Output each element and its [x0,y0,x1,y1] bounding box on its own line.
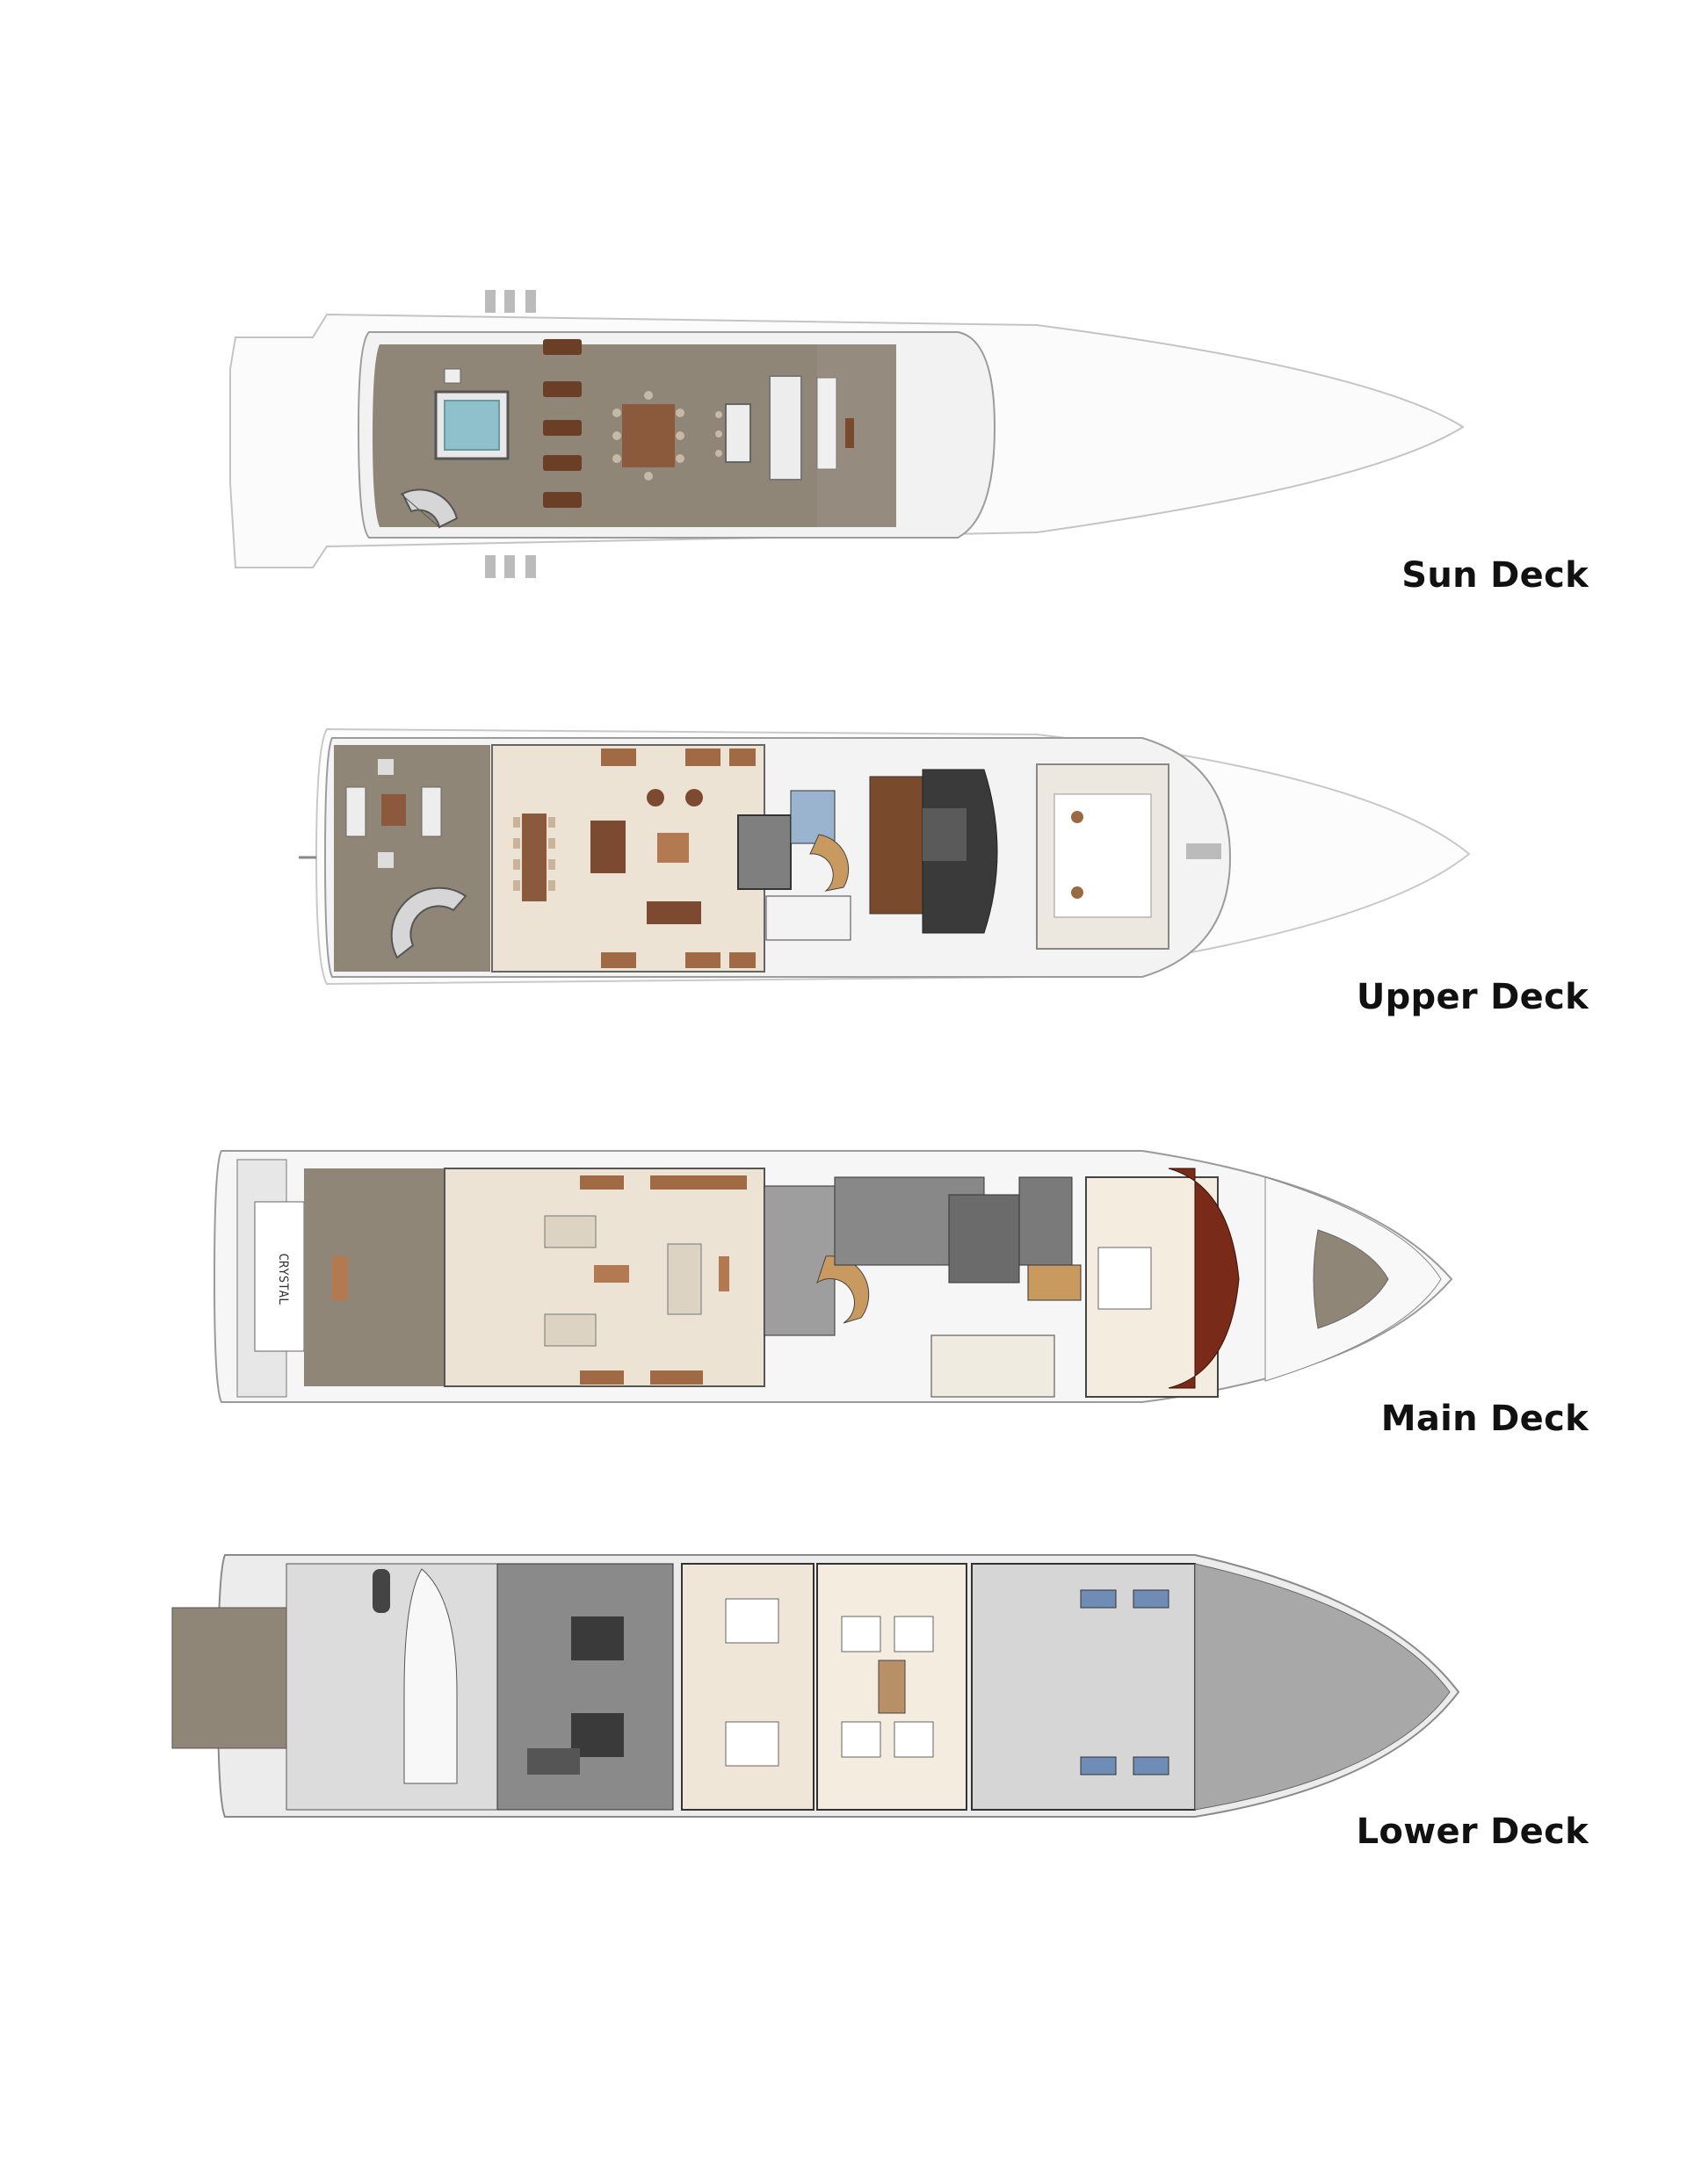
sun-deck-railing-post [504,290,515,313]
aft-coffee-table [381,794,406,826]
upper-lobby [765,895,851,941]
sun-lounger [543,339,582,355]
crew-bunks [1080,1589,1169,1775]
main-head [1018,1176,1073,1266]
main-deck-drawing: CRYSTAL [213,1150,1453,1403]
upper-salon [491,744,765,973]
sun-deck-plan: Sun Deck [0,264,1687,633]
sun-deck-railing-post [525,555,536,578]
guest-bed [725,1721,779,1767]
sun-deck-seat [816,377,837,470]
aft-sofa [345,786,366,837]
lower-swim-platform [171,1607,287,1749]
main-deck-label: Main Deck [1380,1399,1589,1439]
sun-deck-railing-post [504,555,515,578]
jacuzzi-step [444,368,461,384]
aft-sofa [421,786,442,837]
jacuzzi-water [444,400,500,451]
main-salon-side-table [719,1256,729,1291]
main-aft-teak [304,1168,445,1386]
lower-stair [878,1660,906,1714]
main-salon-coffee-table [594,1265,629,1283]
upper-deck-drawing [299,727,1471,986]
sun-deck-dining-table [622,404,675,467]
engine-room [496,1563,674,1811]
forepeak [1194,1563,1451,1811]
guest-bed [725,1598,779,1644]
upper-day-head [790,790,836,844]
sun-loungers [543,339,582,508]
sun-deck-mast [845,418,854,448]
aft-table [332,1256,348,1300]
aft-chair [378,852,394,868]
jet-ski [373,1569,390,1613]
sun-deck-dining-chairs [612,391,684,481]
armchair [685,789,703,806]
helm-seat [923,808,967,861]
sun-lounger [543,455,582,471]
upper-salon-sofa [647,901,701,924]
sun-lounger [543,492,582,508]
sun-deck-railing-post [525,290,536,313]
generator [527,1748,580,1775]
upper-salon-sofa [590,821,626,873]
bow-sunpad [1053,793,1152,918]
sun-deck-spiral-stair [401,488,459,529]
master-headboard-wall [1168,1168,1240,1389]
sun-deck-railing-post [485,290,496,313]
upper-galley [737,814,792,890]
lower-deck-plan: Lower Deck [0,1537,1687,1906]
bow-sunpad [1313,1229,1389,1329]
main-lobby [930,1334,1055,1398]
anchor-windlass [1186,843,1221,859]
upper-deck-aft-teak [334,745,490,972]
twin-bed [894,1721,934,1758]
twin-bed [841,1721,881,1758]
sun-deck-drawing [229,290,1465,578]
main-stairs [1027,1264,1082,1301]
sun-deck-helm-console [769,375,802,481]
upper-deck-spiral-stair [390,886,467,959]
sun-deck-teak-floor [373,344,817,527]
upper-salon-cabinets [601,748,756,968]
sun-deck-label: Sun Deck [1401,555,1589,596]
pantry [948,1194,1020,1284]
upper-deck-label: Upper Deck [1356,977,1589,1017]
sun-deck-bar [725,403,751,463]
upper-coffee-table [657,833,689,863]
upper-deck-plan: Upper Deck [0,703,1687,1072]
sun-lounger [543,420,582,436]
tender-garage [286,1563,498,1811]
main-galley [764,1185,836,1336]
twin-bed [841,1616,881,1652]
lower-deck-label: Lower Deck [1356,1812,1589,1852]
sun-deck-railing-post [485,555,496,578]
upper-internal-stair [809,834,850,892]
captain-area [869,776,923,915]
stern-lettering: CRYSTAL [276,1253,290,1305]
master-bed [1097,1247,1152,1310]
main-salon-sofas [544,1215,702,1347]
engine [571,1616,624,1660]
sun-lounger [543,381,582,397]
twin-bed [894,1616,934,1652]
upper-dining-table [522,814,547,901]
tender-boat [403,1568,458,1784]
aft-chair [378,759,394,775]
armchair [647,789,664,806]
lower-deck-drawing [171,1554,1460,1818]
main-deck-plan: CRYSTAL Main Deck [0,1125,1687,1502]
